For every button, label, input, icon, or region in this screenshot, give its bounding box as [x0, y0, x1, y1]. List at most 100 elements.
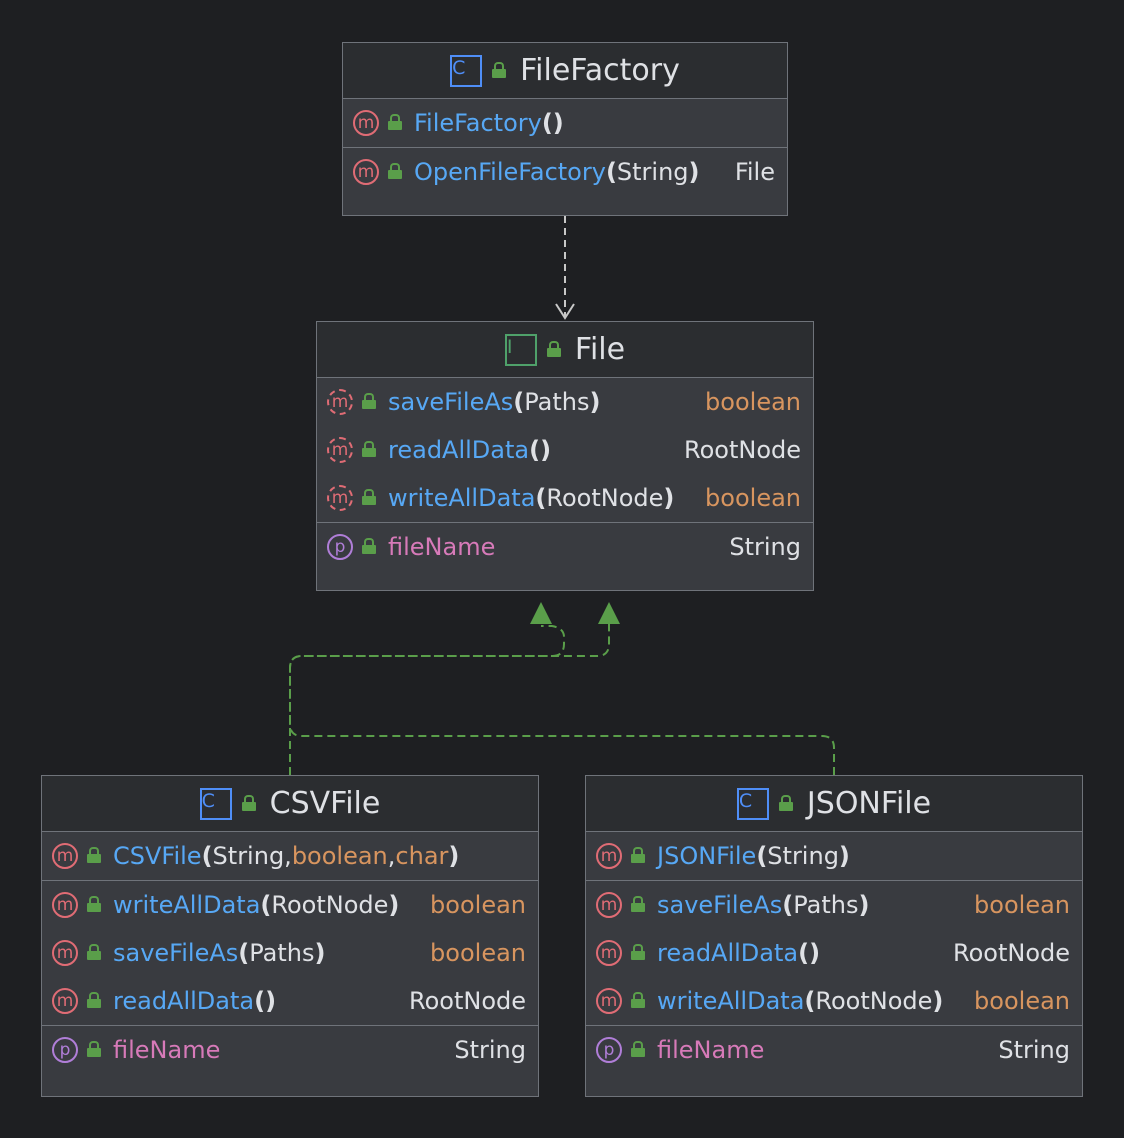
member-section: p fileName String	[42, 1026, 538, 1074]
public-visibility-icon	[631, 847, 645, 863]
interface-icon: I	[504, 333, 537, 366]
public-visibility-icon	[631, 944, 645, 960]
param-type: RootNode	[271, 891, 389, 919]
open-paren: (	[201, 842, 213, 870]
public-visibility-icon	[631, 1041, 645, 1057]
property-row[interactable]: p fileName String	[42, 1026, 538, 1074]
method-icon: m	[52, 988, 78, 1014]
public-visibility-icon	[87, 896, 101, 912]
return-type: File	[734, 158, 775, 186]
open-paren: (	[756, 842, 768, 870]
close-paren: )	[663, 484, 675, 512]
param-type: Paths	[249, 939, 315, 967]
method-name: saveFileAs	[388, 388, 514, 416]
close-paren: )	[858, 891, 870, 919]
method-name: writeAllData	[388, 484, 536, 512]
method-icon: m	[52, 843, 78, 869]
property-name: fileName	[388, 533, 496, 561]
param-type: RootNode	[546, 484, 664, 512]
method-name: saveFileAs	[113, 939, 239, 967]
return-type: boolean	[705, 484, 801, 512]
abstract-method-icon: m	[327, 389, 353, 415]
open-paren: (	[529, 436, 541, 464]
close-paren: )	[688, 158, 700, 186]
param-type: String	[616, 158, 689, 186]
method-name: saveFileAs	[657, 891, 783, 919]
return-type: boolean	[705, 388, 801, 416]
open-paren: (	[254, 987, 266, 1015]
close-paren: )	[314, 939, 326, 967]
return-type: boolean	[974, 987, 1070, 1015]
return-type: String	[454, 1036, 526, 1064]
return-type: RootNode	[683, 436, 801, 464]
property-icon: p	[52, 1037, 78, 1063]
return-type: boolean	[430, 939, 526, 967]
param-type: String	[767, 842, 839, 870]
return-type: RootNode	[952, 939, 1070, 967]
param-separator: ,	[387, 842, 396, 870]
member-section: m writeAllData ( RootNode) boolean m saveFileA…	[42, 881, 538, 1026]
close-paren: )	[540, 436, 552, 464]
class-icon: C	[736, 787, 769, 820]
abstract-method-icon: m	[327, 485, 353, 511]
param-type: char	[395, 842, 449, 870]
open-paren: (	[804, 987, 816, 1015]
public-visibility-icon	[546, 340, 561, 357]
node-title: FileFactory	[520, 53, 680, 88]
param-type: Paths	[524, 388, 590, 416]
method-icon: m	[52, 892, 78, 918]
close-paren: )	[838, 842, 850, 870]
dependency-edge-filefactory-to-file	[555, 216, 575, 320]
method-name: writeAllData	[657, 987, 805, 1015]
implements-arrowhead-jsonfile	[598, 602, 620, 624]
implements-edge-csvfile-to-file	[289, 625, 565, 775]
class-icon: C	[199, 787, 232, 820]
close-paren: )	[388, 891, 400, 919]
method-name: CSVFile	[113, 842, 202, 870]
return-type: boolean	[430, 891, 526, 919]
open-paren: (	[541, 109, 553, 137]
open-paren: (	[238, 939, 250, 967]
property-icon: p	[327, 534, 353, 560]
public-visibility-icon	[87, 1041, 101, 1057]
return-type: String	[998, 1036, 1070, 1064]
param-type: String	[212, 842, 285, 870]
close-paren: )	[448, 842, 460, 870]
open-paren: (	[782, 891, 794, 919]
open-paren: (	[605, 158, 617, 186]
property-name: fileName	[113, 1036, 221, 1064]
method-name: writeAllData	[113, 891, 261, 919]
return-type: RootNode	[408, 987, 526, 1015]
public-visibility-icon	[362, 489, 376, 505]
param-type: Paths	[793, 891, 859, 919]
method-icon: m	[596, 843, 622, 869]
class-icon: C	[450, 54, 483, 87]
